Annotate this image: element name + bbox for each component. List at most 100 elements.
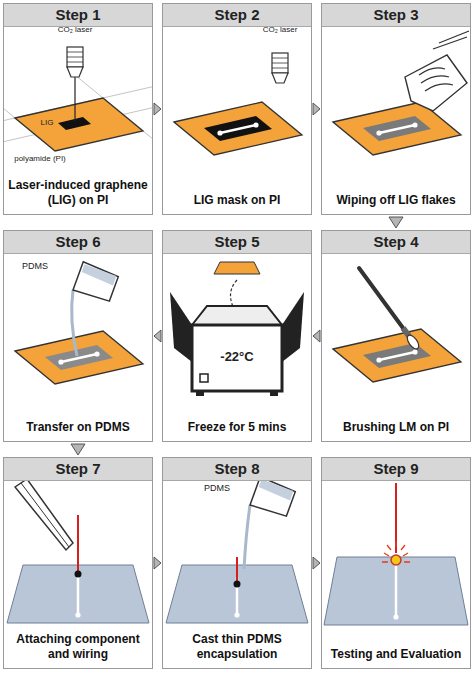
laser-beam (74, 73, 75, 121)
lm-pattern (45, 345, 113, 370)
mask-trace (217, 122, 258, 135)
step-caption: Brushing LM on PI (322, 420, 470, 434)
step-panel: Step 7 Attaching component and wiring (3, 457, 153, 669)
brush-bristles (405, 333, 421, 351)
step-heading: Step 8 (163, 458, 311, 481)
polyimide-sheet (15, 331, 143, 384)
step-caption: Testing and Evaluation (322, 647, 470, 661)
freezer-foot (196, 391, 204, 396)
figure-label: CO₂ laser (260, 26, 300, 35)
trace-pad (393, 614, 398, 619)
sample-sheet (214, 262, 260, 274)
flow-arrow (389, 217, 403, 228)
lig-pattern (363, 343, 431, 368)
red-wire (236, 557, 238, 581)
figure-label: -22°C (207, 350, 267, 364)
step-caption: Cast thin PDMS encapsulation (163, 632, 311, 661)
lig-mask (204, 116, 272, 141)
component (234, 581, 241, 588)
step9-art (324, 483, 468, 625)
wiping-cloth (405, 55, 467, 111)
figure-label: polyamide (PI) (5, 155, 75, 164)
step-heading: Step 4 (322, 231, 470, 254)
step-panel: Step 8 Cast thin PDMS encapsulation (162, 457, 312, 669)
lig-residue (363, 116, 431, 141)
step-heading: Step 3 (322, 4, 470, 27)
figure-label: PDMS (200, 484, 234, 494)
flow-arrow (313, 330, 320, 342)
liquid-metal-trace (395, 565, 398, 617)
step4-art (333, 268, 461, 382)
component (75, 571, 82, 578)
liquid-metal-trace (376, 349, 417, 362)
step5-art (170, 262, 304, 396)
laser-nozzle (67, 47, 83, 77)
step6-art (15, 262, 143, 384)
tweezers-split (21, 483, 69, 547)
beaker (250, 477, 296, 518)
polyimide-sheet (15, 98, 143, 151)
step8-art (166, 477, 308, 623)
step-panel: Step 5 Freeze for 5 mins (162, 230, 312, 442)
laser-nozzle (272, 53, 288, 83)
step-caption: Attaching component and wiring (4, 632, 152, 661)
freezer-lid-left (170, 292, 192, 362)
pdms-stream (244, 505, 250, 569)
step-heading: Step 5 (163, 231, 311, 254)
trace-pad (234, 612, 239, 617)
flow-arrow (154, 103, 161, 115)
figure-label: LIG (39, 119, 55, 128)
flow-arrow (313, 103, 320, 115)
red-wire (77, 515, 79, 571)
freezer-lid-right (282, 292, 304, 362)
hand (419, 31, 469, 91)
step-panel: Step 3 Wiping off LIG flakes (321, 3, 471, 215)
step-caption: Freeze for 5 mins (163, 420, 311, 434)
step-caption: LIG mask on PI (163, 193, 311, 207)
step-caption: Wiping off LIG flakes (322, 193, 470, 207)
polyimide-sheet (174, 102, 302, 155)
step-panel: Step 9 Testing and Evaluation (321, 457, 471, 669)
figure-label: CO₂ laser (55, 26, 95, 35)
trace-pad (75, 612, 80, 617)
led (391, 555, 401, 565)
step-heading: Step 7 (4, 458, 152, 481)
step-caption: Transfer on PDMS (4, 420, 152, 434)
step-caption: Laser-induced graphene (LIG) on PI (4, 178, 152, 207)
liquid-metal-trace (58, 351, 99, 364)
freezer-opening (192, 306, 282, 325)
brush-handle (359, 268, 403, 328)
step2-art (174, 53, 302, 155)
liquid-metal-trace (77, 577, 80, 615)
pdms-sheet (324, 557, 468, 625)
step-heading: Step 2 (163, 4, 311, 27)
freezer-body (192, 325, 282, 391)
beaker (73, 262, 119, 303)
flow-arrow (154, 330, 161, 342)
brush-ferrule (403, 328, 409, 336)
flow-arrow (71, 444, 85, 455)
step1-art (3, 47, 153, 151)
step-heading: Step 1 (4, 4, 152, 27)
flow-arrow (313, 557, 320, 569)
step-panel: Step 4 Brushing LM on PI (321, 230, 471, 442)
flow-arrow (154, 557, 161, 569)
mask-trace (376, 122, 417, 135)
polyimide-sheet (333, 102, 461, 155)
figure-label: PDMS (18, 262, 52, 272)
freezer-foot (270, 391, 278, 396)
step-heading: Step 6 (4, 231, 152, 254)
polyimide-sheet (333, 329, 461, 382)
pdms-stream (72, 290, 77, 356)
step-panel: Step 2 LIG mask on PI (162, 3, 312, 215)
step3-art (333, 31, 469, 155)
step-heading: Step 9 (322, 458, 470, 481)
step7-art (7, 479, 149, 623)
tweezers (15, 479, 73, 550)
freezer-button (200, 374, 208, 382)
step-panel: Step 1 Laser-induced graphene (LIG) on PI (3, 3, 153, 215)
